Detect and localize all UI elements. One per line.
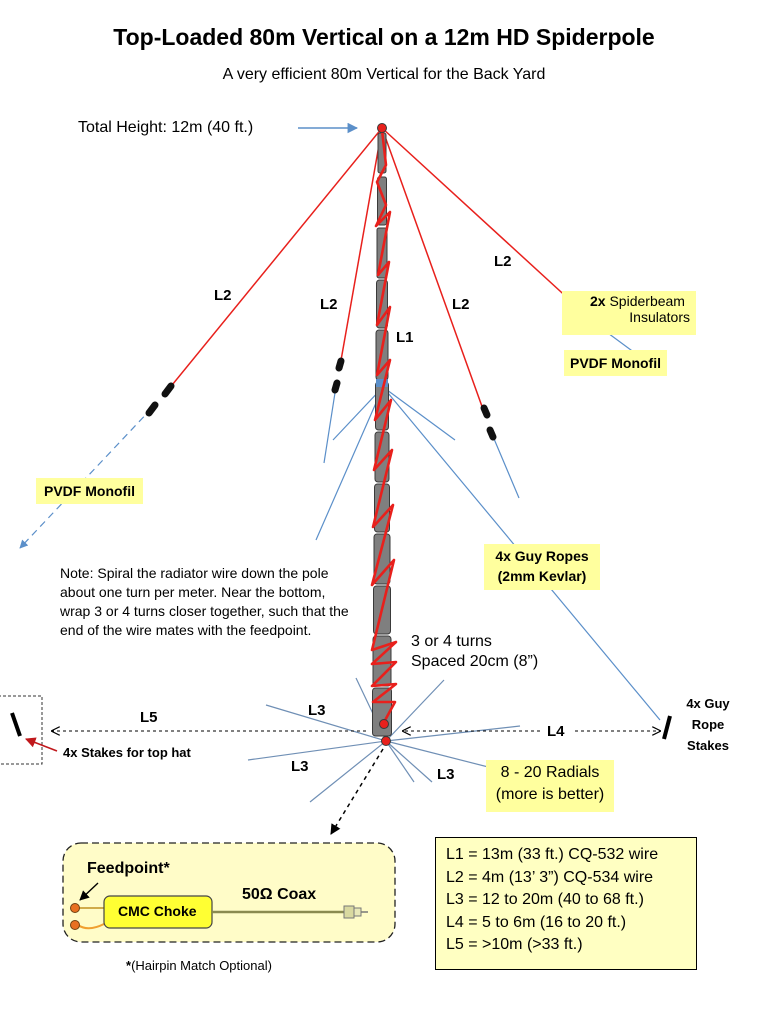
turns-line2: Spaced 20cm (8”) xyxy=(411,653,539,670)
top-hat-wires xyxy=(167,127,573,413)
hairpin-text: (Hairpin Match Optional) xyxy=(131,958,272,973)
feed-point-pole xyxy=(379,719,389,729)
guy-ropes-line1: 4x Guy Ropes xyxy=(495,548,589,564)
guy-ropes-box: 4x Guy Ropes (2mm Kevlar) xyxy=(484,544,600,590)
legend-item-l3: L3 = 12 to 20m (40 to 68 ft.) xyxy=(446,891,644,908)
guy-ropes-line2: (2mm Kevlar) xyxy=(497,568,587,584)
turns-label: 3 or 4 turns Spaced 20cm (8”) xyxy=(411,632,538,672)
total-height-label: Total Height: 12m (40 ft.) xyxy=(78,119,254,136)
ground-point xyxy=(381,736,391,746)
coax-connector-icon xyxy=(343,905,368,919)
guy-stakes-line3: Stakes xyxy=(687,738,729,753)
tophat-stake-box xyxy=(0,695,43,765)
hairpin-star: * xyxy=(126,958,132,973)
feed-arrow xyxy=(330,748,384,835)
insulators-line2: Insulators xyxy=(629,309,690,325)
tophat-stakes-label: 4x Stakes for top hat xyxy=(63,745,191,760)
feedpoint-arrow xyxy=(79,882,99,901)
feed-terminal-bottom xyxy=(70,920,80,930)
l3-label-right: L3 xyxy=(437,766,455,783)
l3-label-top: L3 xyxy=(308,702,326,719)
l5-label: L5 xyxy=(140,709,158,726)
insulators-count: 2x xyxy=(590,293,606,309)
turns-line1: 3 or 4 turns xyxy=(411,633,492,650)
guy-stakes-line2: Rope xyxy=(691,717,725,732)
lengths-legend: L1 = 13m (33 ft.) CQ-532 wire L2 = 4m (1… xyxy=(435,837,697,970)
pvdf-monofil-left: PVDF Monofil xyxy=(36,478,143,504)
radials-line2: (more is better) xyxy=(495,786,605,803)
top-point xyxy=(377,123,387,133)
guy-stakes-label: 4x Guy Rope Stakes xyxy=(676,693,740,756)
l2-label-mid-right: L2 xyxy=(452,296,470,313)
l4-label: L4 xyxy=(547,723,565,740)
feedpoint-label: Feedpoint* xyxy=(87,860,170,877)
l3-label-left: L3 xyxy=(291,758,309,775)
radials-line1: 8 - 20 Radials xyxy=(500,764,600,781)
legend-item-l1: L1 = 13m (33 ft.) CQ-532 wire xyxy=(446,846,659,863)
tophat-stake-arrow xyxy=(25,737,58,752)
guy-stakes-line1: 4x Guy xyxy=(686,696,730,711)
l2-label-mid-left: L2 xyxy=(320,296,338,313)
pvdf-monofil-right: PVDF Monofil xyxy=(564,350,667,376)
feed-terminal-top xyxy=(70,903,80,913)
l2-label-left: L2 xyxy=(214,287,232,304)
cmc-choke-label: CMC Choke xyxy=(118,903,197,919)
radials xyxy=(247,677,521,803)
radials-box: 8 - 20 Radials (more is better) xyxy=(486,760,614,812)
insulators-box: 2x Spiderbeam Insulators xyxy=(562,291,696,335)
note-text: Note: Spiral the radiator wire down the … xyxy=(60,565,349,638)
page-title: Top-Loaded 80m Vertical on a 12m HD Spid… xyxy=(113,24,655,50)
l2-label-right: L2 xyxy=(494,253,512,270)
tophat-stake xyxy=(10,712,22,737)
l1-label: L1 xyxy=(396,329,414,346)
guy-stake xyxy=(662,715,672,740)
legend-item-l5: L5 = >10m (>33 ft.) xyxy=(446,936,583,953)
insulators-line1: Spiderbeam xyxy=(609,293,685,309)
hairpin-note: *(Hairpin Match Optional) xyxy=(126,958,272,973)
insulators xyxy=(145,295,601,441)
page-subtitle: A very efficient 80m Vertical for the Ba… xyxy=(222,66,546,83)
pole-joint-blue xyxy=(376,379,388,387)
legend-item-l2: L2 = 4m (13’ 3”) CQ-534 wire xyxy=(446,868,654,886)
coax-label: 50Ω Coax xyxy=(242,886,317,903)
radiator-wire xyxy=(370,129,398,725)
legend-item-l4: L4 = 5 to 6m (16 to 20 ft.) xyxy=(446,913,627,931)
